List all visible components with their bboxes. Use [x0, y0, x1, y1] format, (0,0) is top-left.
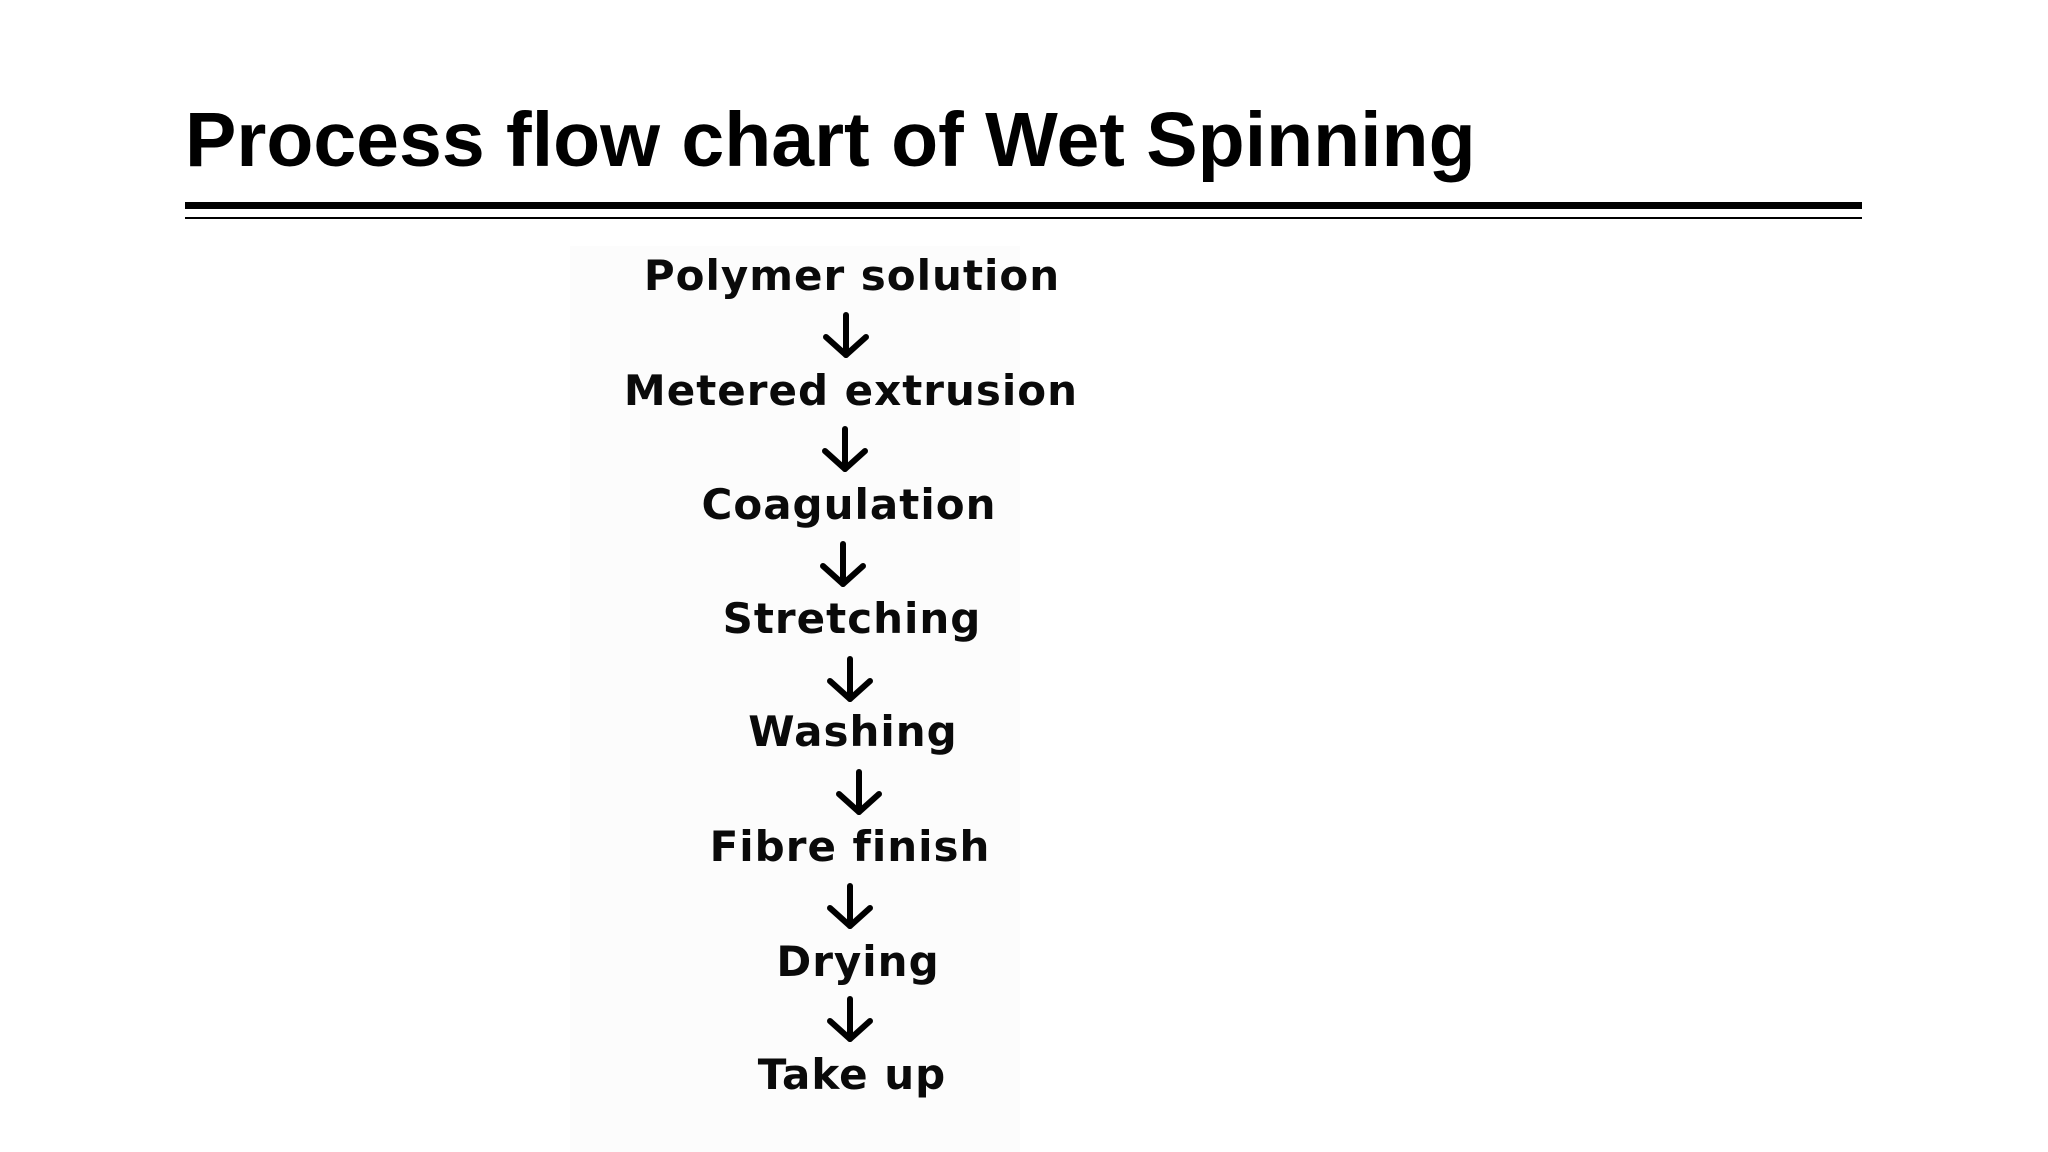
- title-underline-thick: [185, 202, 1862, 209]
- flow-diagram-panel: [570, 246, 1020, 1152]
- flow-step-washing: Washing: [748, 707, 958, 756]
- title-underline-thin: [185, 217, 1862, 219]
- flow-step-drying: Drying: [776, 937, 940, 986]
- down-arrow-icon: [836, 769, 882, 815]
- flow-step-polymer-solution: Polymer solution: [643, 251, 1061, 300]
- flow-step-take-up: Take up: [757, 1050, 947, 1099]
- down-arrow-icon: [820, 541, 866, 587]
- flow-step-fibre-finish: Fibre finish: [709, 822, 991, 871]
- down-arrow-icon: [827, 883, 873, 929]
- flow-step-metered-extrusion: Metered extrusion: [623, 366, 1079, 415]
- down-arrow-icon: [822, 426, 868, 472]
- down-arrow-icon: [827, 996, 873, 1042]
- flow-step-stretching: Stretching: [722, 594, 982, 643]
- down-arrow-icon: [827, 656, 873, 702]
- slide-title: Process flow chart of Wet Spinning: [185, 97, 1476, 183]
- down-arrow-icon: [823, 312, 869, 358]
- flow-step-coagulation: Coagulation: [701, 480, 997, 529]
